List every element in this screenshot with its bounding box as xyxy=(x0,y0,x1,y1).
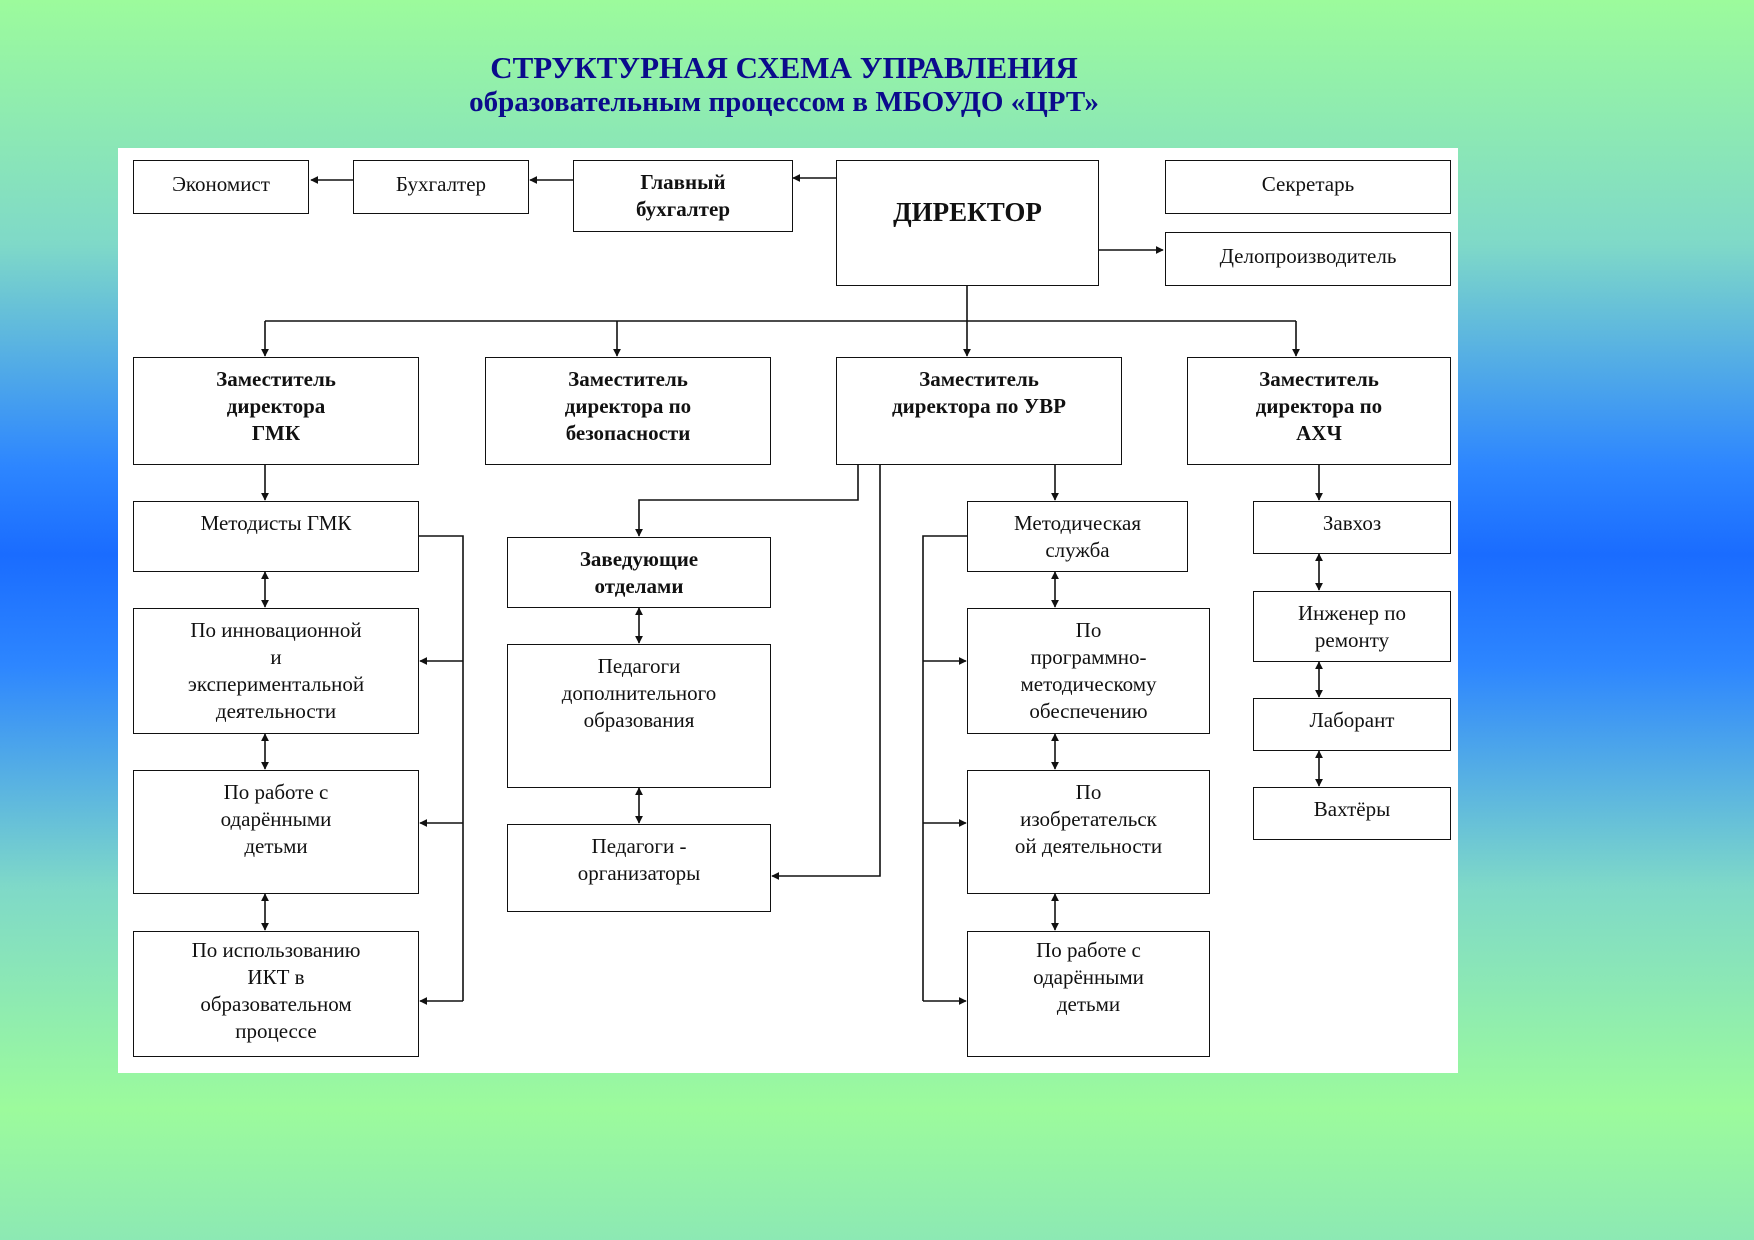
title-line-2: образовательным процессом в МБОУДО «ЦРТ» xyxy=(469,85,1099,118)
box-gifted-right: По работе с одарёнными детьми xyxy=(967,931,1210,1057)
box-repair-engineer: Инженер по ремонту xyxy=(1253,591,1451,662)
box-deputy-ahch: Заместитель директора по АХЧ xyxy=(1187,357,1451,465)
box-economist: Экономист xyxy=(133,160,309,214)
title-line-1: СТРУКТУРНАЯ СХЕМА УПРАВЛЕНИЯ xyxy=(490,50,1078,85)
arrow-uvr-to-dept-heads xyxy=(635,465,859,537)
org-chart: Экономист Бухгалтер Главный бухгалтер ДИ… xyxy=(118,148,1458,1073)
box-program-method: По программно- методическому обеспечению xyxy=(967,608,1210,734)
methodists-side-bus xyxy=(418,535,464,1001)
box-chief-accountant: Главный бухгалтер xyxy=(573,160,793,232)
box-secretary: Секретарь xyxy=(1165,160,1451,214)
box-methodists-gmk: Методисты ГМК xyxy=(133,501,419,572)
box-watchmen: Вахтёры xyxy=(1253,787,1451,840)
box-clerk: Делопроизводитель xyxy=(1165,232,1451,286)
page-title: СТРУКТУРНАЯ СХЕМА УПРАВЛЕНИЯ образовател… xyxy=(0,50,1568,119)
box-method-service: Методическая служба xyxy=(967,501,1188,572)
box-lab-assistant: Лаборант xyxy=(1253,698,1451,751)
box-dept-heads: Заведующие отделами xyxy=(507,537,771,608)
box-director: ДИРЕКТОР xyxy=(836,160,1099,286)
service-side-bus xyxy=(922,535,967,1001)
connector-lines xyxy=(261,174,1323,1005)
box-teachers-additional: Педагоги дополнительного образования xyxy=(507,644,771,788)
arrow-uvr-to-organizers xyxy=(771,465,881,880)
box-innovation: По инновационной и экспериментальной дея… xyxy=(133,608,419,734)
box-deputy-gmk: Заместитель директора ГМК xyxy=(133,357,419,465)
box-ict: По использованию ИКТ в образовательном п… xyxy=(133,931,419,1057)
box-deputy-uvr: Заместитель директора по УВР xyxy=(836,357,1122,465)
box-supply-manager: Завхоз xyxy=(1253,501,1451,554)
box-deputy-security: Заместитель директора по безопасности xyxy=(485,357,771,465)
box-accountant: Бухгалтер xyxy=(353,160,529,214)
box-gifted-left: По работе с одарёнными детьми xyxy=(133,770,419,894)
box-teachers-organizers: Педагоги - организаторы xyxy=(507,824,771,912)
box-invention: По изобретательск ой деятельности xyxy=(967,770,1210,894)
